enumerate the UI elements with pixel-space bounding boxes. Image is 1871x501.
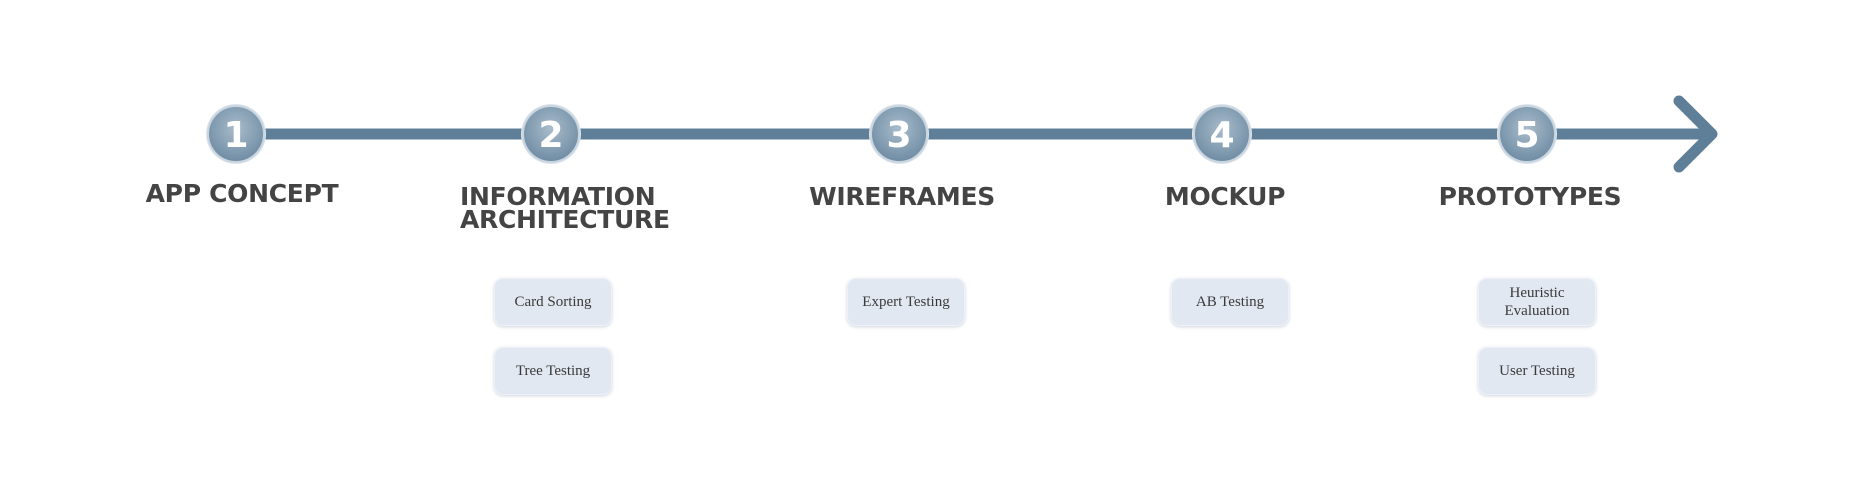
stage-label-3: WIREFRAMES [809, 182, 995, 211]
method-label: User Testing [1499, 363, 1575, 379]
step-node-circle [1193, 105, 1251, 163]
method-box: User Testing [1478, 347, 1596, 395]
stage-label-4: MOCKUP [1164, 182, 1286, 211]
step-node-4: 4 [1192, 104, 1252, 164]
stage-label-2: INFORMATION ARCHITECTURE [460, 182, 670, 234]
step-node-circle [522, 105, 580, 163]
timeline-arrowhead-icon [1673, 95, 1718, 173]
method-box: Card Sorting [494, 278, 612, 326]
step-node-circle [870, 105, 928, 163]
step-node-3: 3 [869, 104, 929, 164]
method-box: AB Testing [1171, 278, 1289, 326]
step-number: 4 [1209, 115, 1234, 156]
method-label: Heuristic Evaluation [1504, 285, 1570, 319]
stage-label-5: PROTOTYPES [1438, 182, 1622, 211]
method-box: Expert Testing [847, 278, 965, 326]
method-label: AB Testing [1195, 294, 1265, 310]
step-number: 5 [1514, 115, 1539, 156]
method-label: Tree Testing [515, 363, 591, 379]
step-node-2: 2 [521, 104, 581, 164]
step-number: 1 [223, 115, 248, 156]
method-label: Expert Testing [862, 294, 950, 310]
step-node-circle [207, 105, 265, 163]
method-box: Heuristic Evaluation [1478, 278, 1596, 326]
step-number: 2 [538, 115, 563, 156]
step-node-circle [1498, 105, 1556, 163]
stage-label-1: APP CONCEPT [145, 179, 339, 208]
step-node-5: 5 [1497, 104, 1557, 164]
step-number: 3 [886, 115, 911, 156]
method-label: Card Sorting [514, 294, 592, 310]
step-node-1: 1 [206, 104, 266, 164]
method-box: Tree Testing [494, 347, 612, 395]
